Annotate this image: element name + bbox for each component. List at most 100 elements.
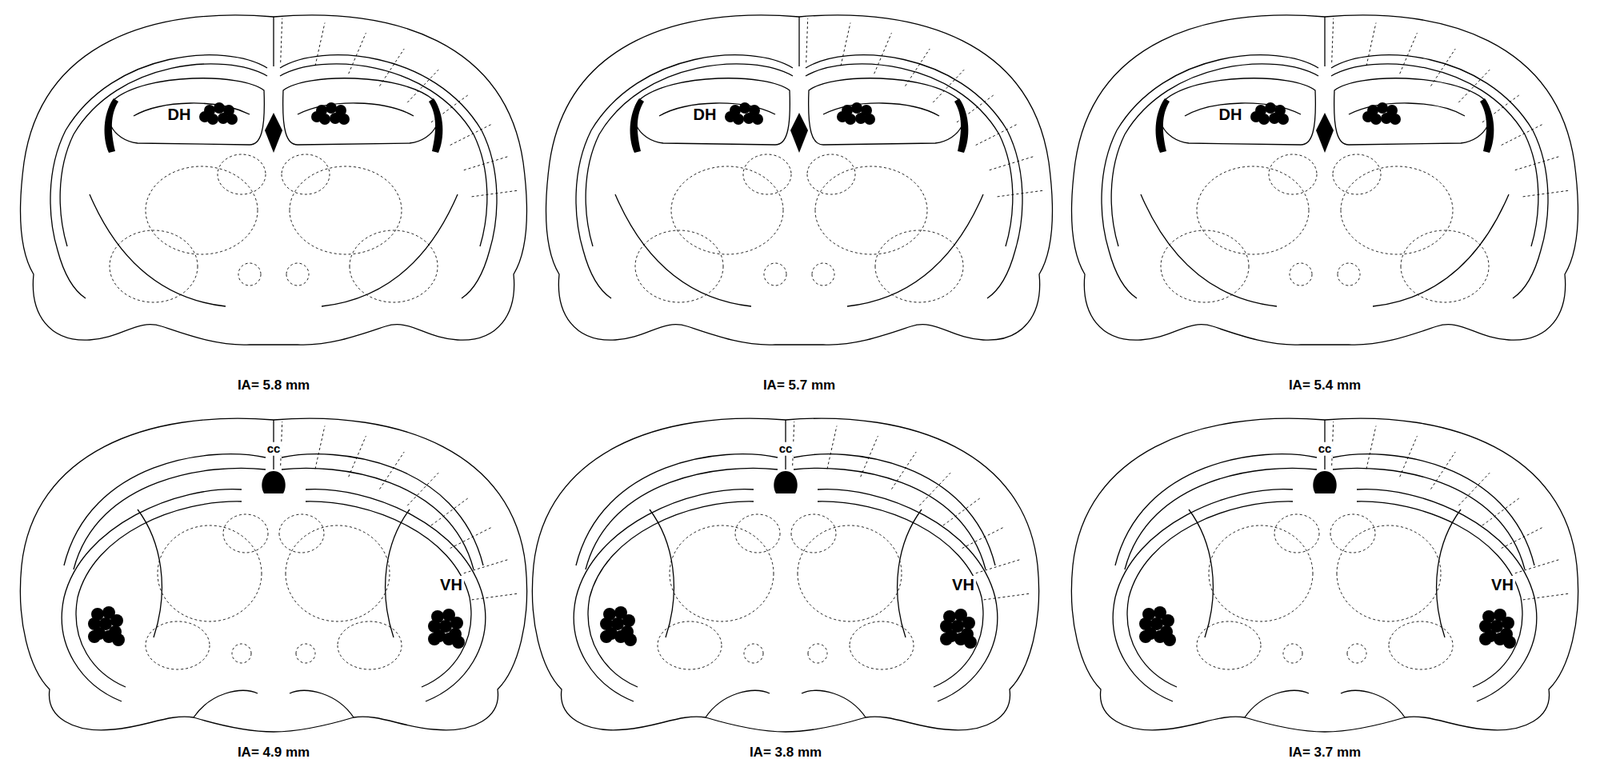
injection-dot: [600, 630, 613, 644]
ventricle: [1480, 98, 1494, 153]
outline: [1331, 55, 1548, 299]
injection-dot: [622, 614, 636, 628]
area-border: [874, 32, 892, 74]
nucleus-border: [1332, 154, 1381, 195]
injection-dot: [213, 102, 225, 114]
left-half: [61, 454, 268, 718]
nucleus-border: [279, 514, 324, 553]
injection-dot: [226, 113, 238, 125]
left-half: [573, 454, 780, 718]
nucleus-border: [1330, 514, 1376, 553]
nucleus-border: [217, 154, 266, 195]
hippocampus-outline: [808, 78, 965, 145]
nucleus-border: [764, 263, 787, 286]
outline: [89, 194, 226, 307]
hippocampus-outline: [1159, 78, 1316, 145]
nucleus-border: [812, 263, 835, 286]
area-border: [280, 18, 283, 63]
hippocampus-outline: [305, 489, 486, 702]
outline: [1140, 194, 1277, 307]
nucleus-border: [1388, 621, 1453, 670]
outline: [50, 55, 268, 299]
region-label: VH: [438, 576, 464, 594]
injection-dot: [1139, 630, 1152, 644]
outline: [847, 194, 984, 307]
nucleus-border: [289, 166, 402, 255]
right-half: [279, 454, 486, 718]
area-border: [1366, 23, 1376, 67]
hippocampus-outline: [1334, 78, 1491, 145]
left-half: [576, 55, 793, 307]
hippocampus-outline: [817, 501, 984, 688]
injection-dot: [1264, 102, 1276, 114]
hippocampus-outline: [1127, 501, 1293, 688]
section-coordinate: IA= 5.8 mm: [236, 378, 312, 394]
ventricle: [261, 471, 285, 494]
area-border: [827, 426, 837, 470]
area-border: [1400, 32, 1418, 74]
left-half: [50, 55, 268, 307]
ventricle: [104, 98, 119, 153]
ventricle: [954, 98, 968, 153]
nucleus-border: [635, 230, 724, 303]
nucleus-border: [223, 514, 268, 553]
region-label: VH: [950, 576, 976, 594]
nucleus-border: [349, 230, 438, 303]
nucleus-border: [281, 154, 330, 195]
region-label: DH: [166, 105, 193, 124]
nucleus-border: [296, 644, 316, 664]
outline: [289, 690, 354, 718]
injection-dot: [1376, 102, 1388, 114]
area-border: [472, 593, 518, 600]
outline: [1244, 690, 1309, 718]
nucleus-border: [1160, 230, 1249, 303]
nucleus-border: [797, 525, 902, 622]
hippocampus-outline: [1356, 489, 1537, 702]
nucleus-border: [286, 263, 309, 286]
hippocampus-outline: [817, 489, 998, 702]
ventricle: [264, 112, 283, 153]
injection-dot: [739, 102, 751, 114]
brain-outline: [1072, 15, 1579, 345]
injection-dot: [1250, 111, 1262, 123]
nucleus-border: [875, 230, 964, 303]
area-border: [984, 593, 1030, 600]
area-border: [806, 18, 808, 63]
injection-dot: [428, 632, 441, 646]
nucleus-border: [1208, 525, 1313, 622]
area-border: [905, 48, 931, 87]
right-half: [280, 55, 497, 307]
hippocampus-outline: [305, 501, 472, 688]
hippocampus-outline: [1112, 489, 1293, 702]
left-half: [1101, 55, 1319, 307]
section-coordinate: IA= 4.9 mm: [236, 745, 312, 761]
coronal-section: [546, 15, 1053, 345]
area-border: [1523, 190, 1569, 197]
outline: [615, 194, 752, 307]
section-coordinate: IA= 5.4 mm: [1287, 378, 1363, 394]
right-half: [1331, 55, 1548, 307]
outline: [801, 690, 866, 718]
nucleus-border: [1196, 166, 1309, 255]
ventricle: [790, 112, 808, 153]
left-half: [1112, 454, 1320, 718]
area-border: [1482, 498, 1520, 526]
injection-dot: [940, 632, 953, 646]
outline: [1101, 55, 1319, 299]
area-border: [464, 156, 508, 171]
injection-dot: [1163, 633, 1176, 647]
nucleus-border: [743, 154, 792, 195]
coronal-section: [532, 418, 1039, 732]
area-border: [1501, 528, 1543, 549]
injection-dot: [836, 111, 848, 123]
injection-dot: [311, 111, 323, 123]
nucleus-border: [1337, 263, 1360, 286]
ventricle: [1312, 471, 1336, 494]
right-half: [791, 454, 998, 718]
ventricle: [1156, 98, 1170, 153]
hippocampus-outline: [588, 501, 754, 688]
ventricle: [1316, 112, 1334, 153]
outline: [576, 55, 793, 299]
section-coordinate: IA= 3.7 mm: [1287, 745, 1363, 761]
injection-dot: [112, 633, 125, 647]
